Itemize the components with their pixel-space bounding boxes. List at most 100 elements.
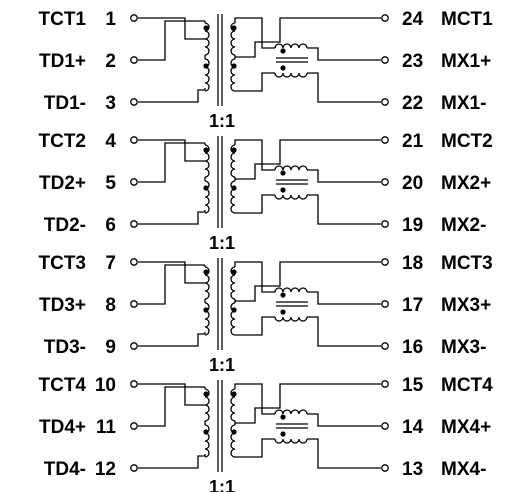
- polarity-dot: [231, 269, 237, 275]
- pin-number-label: 17: [402, 295, 423, 316]
- pin-terminal: [130, 98, 138, 106]
- turns-ratio-label: 1:1: [209, 111, 235, 131]
- pin-name-label: TD4-: [44, 459, 86, 480]
- pin-number-label: 7: [105, 253, 116, 274]
- pin-terminal: [381, 178, 389, 186]
- secondary-wire: [234, 17, 275, 49]
- choke-coil: [274, 316, 308, 322]
- secondary-wire: [234, 383, 275, 415]
- output-wire: [307, 72, 381, 103]
- choke-coil: [274, 287, 308, 293]
- choke-coil: [274, 43, 308, 49]
- secondary-wire: [235, 438, 275, 458]
- polarity-dot: [203, 391, 209, 397]
- polarity-dot: [231, 185, 237, 191]
- pin-name-label: TD3+: [39, 295, 86, 316]
- pin-name-label: TD1+: [39, 51, 86, 72]
- pin-number-label: 2: [105, 51, 116, 72]
- pin-name-label: MCT2: [441, 131, 493, 152]
- polarity-dot: [280, 431, 286, 437]
- pin-terminal: [381, 136, 389, 144]
- polarity-dot: [280, 309, 286, 315]
- polarity-dot: [231, 25, 237, 31]
- pin-number-label: 1: [105, 9, 116, 30]
- pin-name-label: MCT3: [441, 253, 493, 274]
- pin-number-label: 4: [105, 131, 116, 152]
- pin-number-label: 15: [402, 375, 424, 396]
- pin-number-label: 22: [402, 93, 423, 114]
- pin-name-label: MCT4: [441, 375, 493, 396]
- pin-name-label: TCT3: [39, 253, 87, 274]
- polarity-dot: [280, 48, 286, 54]
- output-wire: [307, 291, 381, 305]
- output-wire: [307, 413, 381, 427]
- pin-number-label: 23: [402, 51, 423, 72]
- pin-terminal: [130, 178, 138, 186]
- turns-ratio-label: 1:1: [209, 477, 235, 492]
- polarity-dot: [231, 147, 237, 153]
- pin-terminal: [130, 258, 138, 266]
- secondary-wire: [234, 139, 275, 171]
- secondary-wire: [234, 261, 275, 293]
- polarity-dot: [280, 65, 286, 71]
- pin-number-label: 8: [105, 295, 116, 316]
- primary-wire: [138, 333, 205, 347]
- polarity-dot: [203, 63, 209, 69]
- pin-number-label: 24: [402, 9, 424, 30]
- pin-name-label: TD2-: [44, 215, 86, 236]
- output-wire: [307, 47, 381, 61]
- pin-number-label: 19: [402, 215, 423, 236]
- polarity-dot: [231, 307, 237, 313]
- pin-terminal: [381, 56, 389, 64]
- pin-number-label: 16: [402, 337, 423, 358]
- polarity-dot: [231, 429, 237, 435]
- choke-coil: [274, 409, 308, 415]
- center-tap-wire: [235, 17, 381, 58]
- pin-terminal: [381, 220, 389, 228]
- pin-number-label: 21: [402, 131, 424, 152]
- pin-terminal: [381, 14, 389, 22]
- pin-name-label: MCT1: [441, 9, 493, 30]
- pin-name-label: MX2+: [441, 173, 491, 194]
- polarity-dot: [280, 187, 286, 193]
- pin-name-label: MX2-: [441, 215, 486, 236]
- pin-name-label: TCT4: [39, 375, 87, 396]
- center-tap-wire: [138, 383, 205, 406]
- polarity-dot: [203, 147, 209, 153]
- primary-wire: [138, 211, 205, 225]
- pin-terminal: [381, 342, 389, 350]
- pin-terminal: [130, 342, 138, 350]
- center-tap-wire: [235, 261, 381, 302]
- secondary-wire: [235, 316, 275, 336]
- center-tap-wire: [138, 261, 205, 284]
- turns-ratio-label: 1:1: [209, 355, 235, 375]
- primary-wire: [138, 142, 205, 183]
- pin-number-label: 9: [105, 337, 116, 358]
- pin-terminal: [130, 300, 138, 308]
- polarity-dot: [203, 269, 209, 275]
- pin-terminal: [381, 300, 389, 308]
- pin-name-label: TD4+: [39, 417, 86, 438]
- pin-terminal: [381, 380, 389, 388]
- pin-number-label: 12: [95, 459, 116, 480]
- pin-name-label: MX3-: [441, 337, 486, 358]
- choke-coil: [274, 194, 308, 200]
- center-tap-wire: [235, 139, 381, 180]
- primary-wire: [138, 89, 205, 103]
- polarity-dot: [203, 185, 209, 191]
- polarity-dot: [280, 414, 286, 420]
- pin-name-label: TD3-: [44, 337, 86, 358]
- primary-wire: [138, 20, 205, 61]
- polarity-dot: [231, 391, 237, 397]
- pin-terminal: [130, 422, 138, 430]
- pin-name-label: TCT1: [39, 9, 87, 30]
- secondary-wire: [235, 194, 275, 214]
- center-tap-wire: [138, 17, 205, 40]
- pin-terminal: [130, 136, 138, 144]
- output-wire: [307, 169, 381, 183]
- choke-coil: [274, 438, 308, 444]
